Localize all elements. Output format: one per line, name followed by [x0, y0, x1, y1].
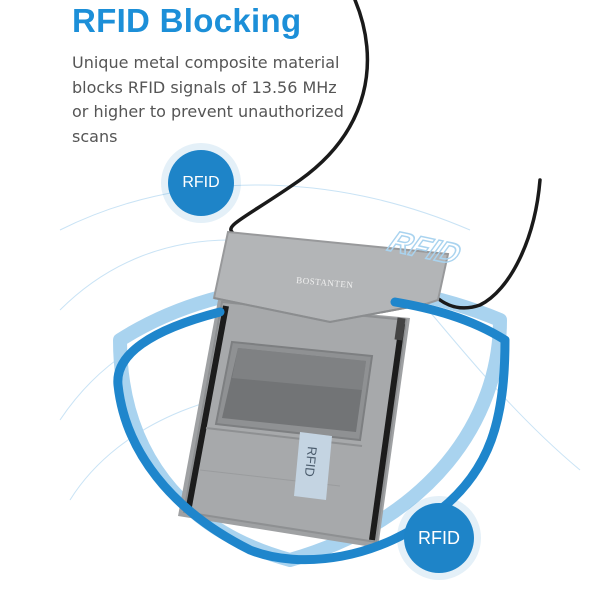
pouch: RFID BOSTANTEN	[178, 230, 450, 548]
description: Unique metal composite material blocks R…	[72, 51, 372, 149]
pocket-seam	[205, 427, 363, 447]
rfid-tag-label: RFID	[302, 446, 320, 478]
rfid-badge-bottom: RFID	[404, 503, 474, 573]
neck-cord	[229, 0, 370, 234]
arc-line	[59, 239, 231, 311]
shield-outline	[113, 297, 510, 565]
window-highlight	[232, 348, 366, 390]
headline: RFID Blocking	[72, 2, 302, 39]
arc-line	[419, 299, 581, 471]
rfid-badge-top: RFID	[168, 150, 234, 216]
right-zipper	[369, 323, 405, 541]
description-line: blocks RFID signals of 13.56 MHz	[72, 77, 337, 97]
brand-logo-text: BOSTANTEN	[296, 275, 354, 290]
description-line: scans	[72, 126, 118, 146]
flap-edge	[213, 297, 427, 324]
zipper-pull	[394, 317, 406, 341]
neck-cord	[433, 178, 542, 310]
description-line: Unique metal composite material	[72, 53, 340, 72]
rfid-tag	[294, 432, 332, 500]
left-zipper	[185, 305, 229, 513]
description-line: or higher to prevent unauthorized	[72, 102, 344, 121]
arc-line	[59, 184, 471, 231]
